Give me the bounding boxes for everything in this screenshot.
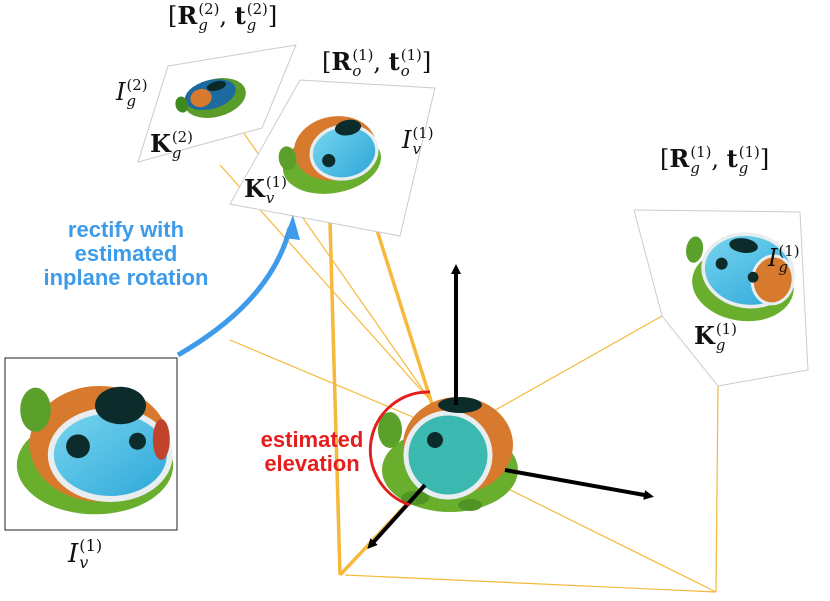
ray-g1-3	[469, 469, 717, 593]
world-axes	[367, 264, 654, 549]
central-turtle	[378, 397, 518, 512]
image-plane-g2	[137, 44, 297, 163]
image-label-I-g2: I(2)g	[116, 76, 148, 110]
rectify-caption: rectify with estimated inplane rotation	[10, 217, 242, 291]
image-label-I-v1-top: I(1)v	[402, 124, 434, 158]
ray-g1-2	[715, 384, 719, 593]
elevation-caption-line-1: estimated	[260, 427, 364, 452]
ray-o1-1	[328, 221, 342, 576]
pose-label-o1: [R(1)o, t(1)o]	[322, 46, 432, 80]
rectify-arrowhead	[284, 215, 300, 240]
ray-o1-2	[368, 207, 434, 405]
image-label-I-g1: I(1)g	[768, 242, 800, 276]
axis-right	[504, 468, 654, 500]
rectify-caption-line-3: inplane rotation	[43, 265, 209, 291]
elevation-caption-line-2: elevation	[264, 451, 360, 477]
intrinsic-label-K-v1: K(1)v	[244, 173, 287, 207]
axis-down-left	[367, 483, 427, 549]
image-plane-g1	[633, 209, 809, 387]
ray-g1-4	[344, 574, 717, 593]
image-plane-v1-rectified	[4, 357, 178, 531]
rectify-arrow	[176, 227, 293, 358]
pose-label-g2: [R(2)g, t(2)g]	[168, 0, 278, 34]
rectify-caption-line-2: estimated	[74, 241, 178, 267]
ray-v1-left	[229, 339, 421, 421]
turtle-thumbnail-g1	[686, 232, 795, 322]
image-plane-v1	[229, 79, 436, 237]
intrinsic-label-K-g1: K(1)g	[694, 320, 737, 354]
intrinsic-label-K-g2: K(2)g	[150, 128, 193, 162]
rectify-caption-line-1: rectify with	[67, 217, 185, 242]
turtle-thumbnail-v1-rectified	[16, 385, 174, 515]
elevation-caption: estimated elevation	[232, 427, 392, 477]
pose-label-g1: [R(1)g, t(1)g]	[660, 143, 770, 177]
turtle-thumbnail-g2	[175, 78, 246, 118]
image-label-I-v1-bottom: I(1)v	[68, 536, 103, 572]
turtle-thumbnail-v1	[278, 116, 381, 194]
elevation-arc	[368, 390, 431, 507]
